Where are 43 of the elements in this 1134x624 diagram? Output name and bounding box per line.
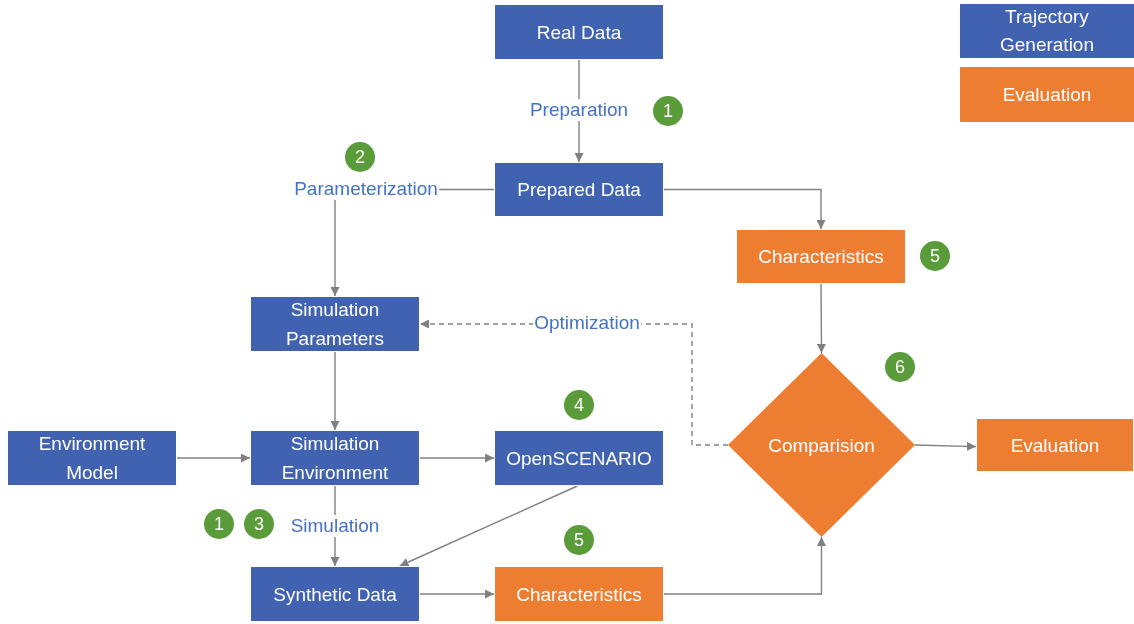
node-label: Characteristics <box>757 245 885 269</box>
arrow <box>663 536 826 595</box>
node-label: Simulation Environment <box>280 432 390 485</box>
node-label: Comparision <box>767 433 876 458</box>
process-box <box>494 162 664 217</box>
process-box <box>250 430 420 486</box>
step-number: 4 <box>564 390 594 420</box>
node-label: Evaluation <box>1009 433 1101 458</box>
process-box <box>736 229 906 284</box>
arrow <box>330 351 340 431</box>
node-label: Real Data <box>535 20 623 45</box>
node-label: Prepared Data <box>516 178 642 202</box>
step-number: 5 <box>920 241 950 271</box>
process-box <box>250 566 420 622</box>
node-label: Synthetic Data <box>272 582 398 607</box>
step-number: 1 <box>653 96 683 126</box>
step-number: 6 <box>885 352 915 382</box>
edge-label: Preparation <box>528 99 630 121</box>
process-box <box>976 418 1134 472</box>
step-number: 2 <box>345 142 375 172</box>
arrow <box>176 453 251 463</box>
step-number: 3 <box>244 509 274 539</box>
edge-label: Simulation <box>289 515 381 537</box>
process-box <box>250 296 420 352</box>
step-number: 1 <box>204 509 234 539</box>
arrow <box>419 589 495 599</box>
arrow <box>419 453 495 463</box>
process-box <box>494 566 664 622</box>
node-label: Simulation Parameters <box>284 298 386 351</box>
node-label: Characteristics <box>515 582 643 607</box>
process-box <box>7 430 177 486</box>
node-label: Environment Model <box>37 432 147 485</box>
legend-label: Evaluation <box>1002 82 1092 107</box>
step-number: 5 <box>564 525 594 555</box>
process-box <box>494 430 664 486</box>
arrow <box>398 485 578 567</box>
legend-label: Trajectory Generation <box>999 5 1095 57</box>
arrow <box>816 283 826 354</box>
arrow <box>914 441 977 451</box>
arrow <box>663 188 826 230</box>
process-box <box>494 4 664 60</box>
node-label: OpenSCENARIO <box>505 446 653 471</box>
decision-diamond <box>728 353 915 537</box>
